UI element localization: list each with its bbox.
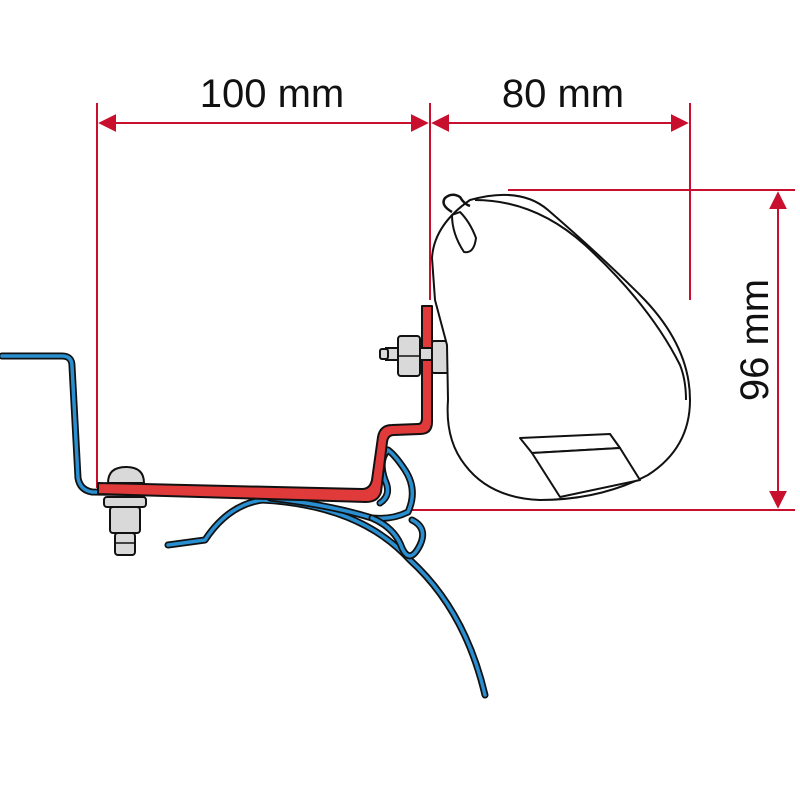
cassette-body bbox=[431, 193, 691, 501]
cassette-inner-edge bbox=[474, 199, 687, 401]
roof-edge-fill bbox=[0, 354, 242, 496]
nut-head-right bbox=[431, 340, 449, 374]
body-curve-outline bbox=[164, 496, 489, 699]
bolt-washer bbox=[103, 496, 147, 508]
vehicle-roof-profile bbox=[0, 352, 489, 699]
mounting-bolt bbox=[103, 465, 147, 556]
bolt-tip bbox=[379, 348, 389, 360]
adapter-bracket bbox=[97, 305, 433, 503]
rail-channel-fill bbox=[268, 448, 415, 521]
projection-dimension-label: 80 mm bbox=[502, 72, 624, 116]
body-curve-fill bbox=[166, 498, 487, 697]
cassette-roller-cap bbox=[451, 211, 477, 254]
bolt-thread bbox=[114, 532, 136, 556]
rail-lip-fill bbox=[370, 516, 425, 558]
bolt-head bbox=[106, 465, 146, 484]
awning-cassette bbox=[431, 193, 691, 501]
width-dimension-label: 100 mm bbox=[200, 72, 345, 116]
cassette-hook bbox=[442, 193, 471, 214]
height-dimension-label: 96 mm bbox=[733, 279, 777, 401]
dimension-lines bbox=[96, 103, 795, 511]
hex-bolt-nut bbox=[379, 335, 449, 377]
bracket-body bbox=[97, 305, 433, 503]
cassette-handle-front bbox=[531, 447, 641, 498]
bolt-body bbox=[109, 506, 141, 534]
